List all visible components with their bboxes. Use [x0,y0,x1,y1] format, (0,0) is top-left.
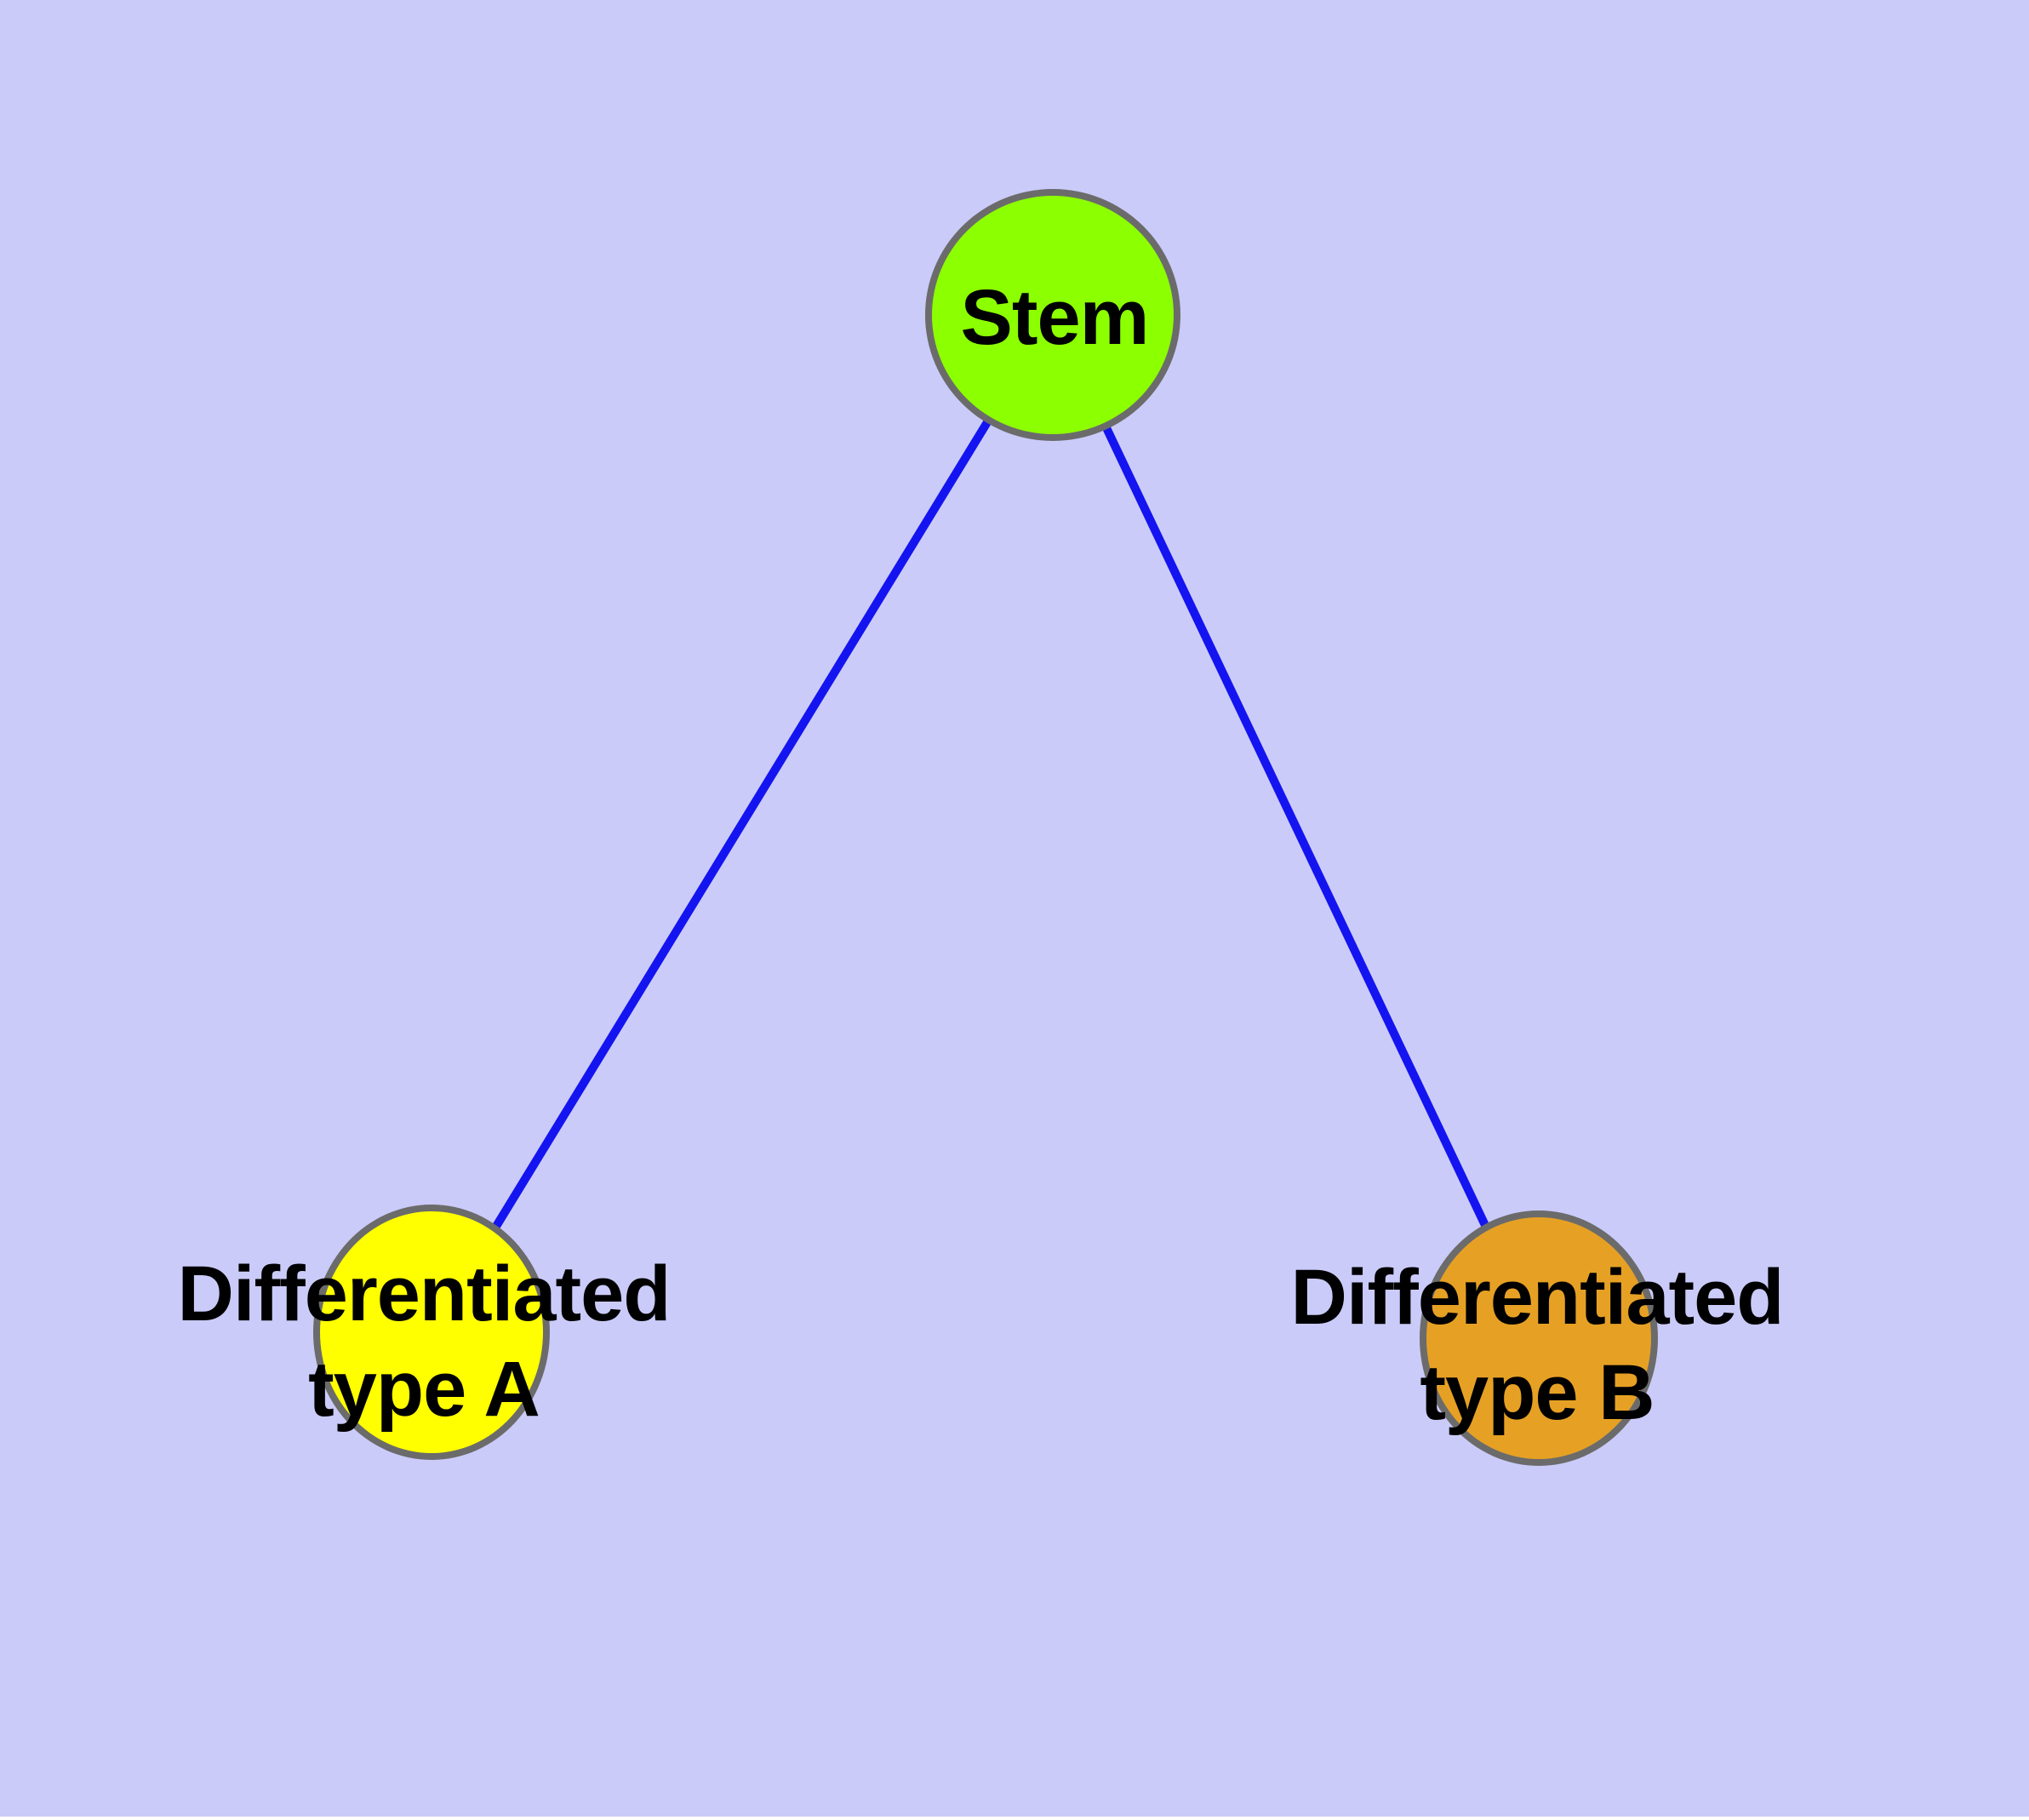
differentiated-type-a-node [313,1205,550,1460]
bottom-margin [0,1817,2029,1820]
differentiated-type-b-label: Differentiated type B [1290,1250,1785,1440]
differentiated-type-a-label: Differentiated type A [177,1246,672,1437]
type-a-label-line2: type A [308,1346,540,1433]
edge-stem-to-type-b [1049,312,1543,1341]
differentiated-type-b-node [1420,1210,1658,1466]
edge-stem-to-type-a [427,312,1057,1335]
type-b-label-line2: type B [1420,1349,1655,1436]
type-b-label-line1: Differentiated [1290,1253,1785,1341]
type-a-label-line1: Differentiated [177,1250,672,1337]
stem-node [925,189,1180,441]
stem-node-label: Stem [960,270,1150,365]
stem-label-text: Stem [960,273,1150,361]
